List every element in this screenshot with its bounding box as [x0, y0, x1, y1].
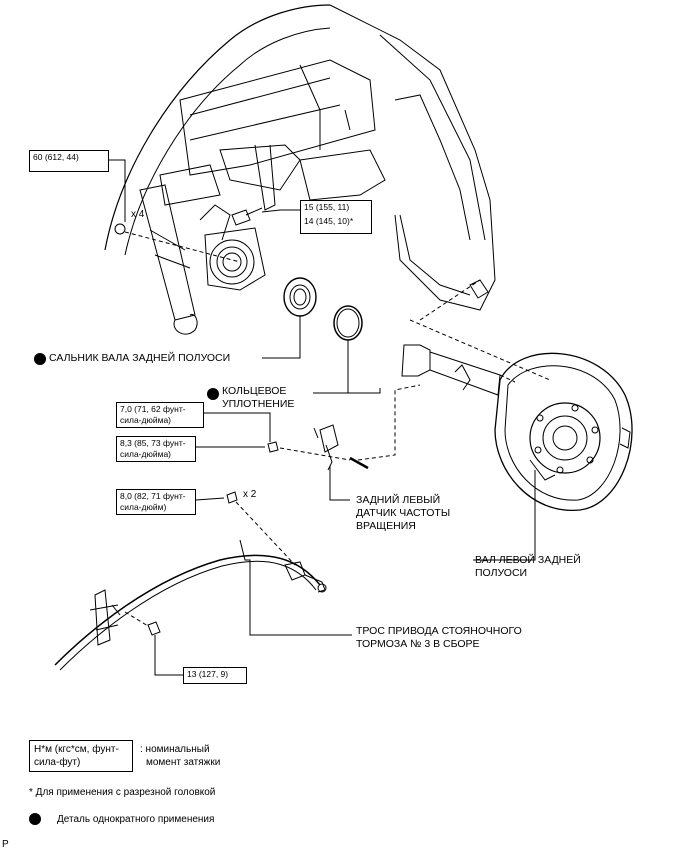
single-use-marker-o-ring: [207, 388, 219, 400]
backing-plate: [494, 352, 633, 511]
torque-value-unit: сила-дюйма): [120, 449, 171, 459]
label-speed-sensor-line1: ЗАДНИЙ ЛЕВЫЙ: [356, 494, 441, 506]
multiplier-x4: x 4: [131, 209, 145, 220]
knuckle-bolt: [114, 223, 126, 235]
label-parking-cable-line2: ТОРМОЗА № 3 В СБОРЕ: [356, 638, 480, 650]
torque-value-unit: сила-дюйм): [120, 502, 167, 512]
frame-member: [179, 59, 376, 176]
label-axle-shaft-line2: ПОЛУОСИ: [475, 567, 528, 579]
legend-unit-box: Н*м (кгс*см, фунт- сила-фут): [29, 740, 133, 772]
torque-value: 13 (127, 9): [187, 669, 229, 679]
torque-value: 7,0 (71, 62 фунт-: [120, 404, 186, 414]
torque-box-sensor-bolt: 8,3 (85, 73 фунт- сила-дюйма): [116, 436, 196, 462]
torque-value: 8,3 (85, 73 фунт-: [120, 438, 186, 448]
label-o-ring-line1: КОЛЬЦЕВОЕ: [222, 385, 287, 397]
sensor-bolt: [267, 441, 279, 453]
legend-single-use-dot: [29, 813, 41, 825]
cable-bracket-bolt: [147, 621, 161, 636]
label-speed-sensor-line3: ВРАЩЕНИЯ: [356, 520, 416, 532]
label-oil-seal: САЛЬНИК ВАЛА ЗАДНЕЙ ПОЛУОСИ: [49, 352, 231, 364]
o-ring-shape: [333, 305, 363, 341]
torque-box-clamp: 8,0 (82, 71 фунт- сила-дюйм): [116, 489, 196, 515]
torque-box-knuckle: 60 (612, 44): [29, 150, 109, 172]
parking-brake-cable: [54, 554, 321, 666]
label-axle-shaft-line1: ВАЛ ЛЕВОЙ ЗАДНЕЙ: [475, 554, 581, 566]
torque-value-unit: сила-дюйма): [120, 415, 171, 425]
torque-box-cable-bracket: 13 (127, 9): [183, 667, 247, 684]
torque-box-bracket: 15 (155, 11) 14 (145, 10)*: [300, 200, 372, 234]
wheel-arch-outline: [104, 4, 331, 251]
label-speed-sensor-line2: ДАТЧИК ЧАСТОТЫ: [356, 507, 451, 519]
label-o-ring-line2: УПЛОТНЕНИЕ: [222, 398, 295, 410]
single-use-marker-oil-seal: [34, 353, 46, 365]
hub-flange: [529, 402, 601, 474]
oil-seal-shape: [283, 277, 317, 317]
shock-absorber: [139, 184, 196, 321]
axle-shaft-shape: [401, 344, 431, 377]
legend-slotted-note: * Для применения с разрезной головкой: [29, 787, 216, 798]
hub-knuckle: [209, 239, 255, 285]
torque-box-sensor-bracket: 7,0 (71, 62 фунт- сила-дюйма): [116, 402, 204, 428]
legend-unit-line1: Н*м (кгс*см, фунт-: [34, 744, 119, 755]
speed-sensor-shape: [319, 424, 339, 453]
legend-unit-line2: сила-фут): [34, 757, 81, 768]
label-parking-cable-line1: ТРОС ПРИВОДА СТОЯНОЧНОГО: [356, 625, 522, 637]
torque-value: 8,0 (82, 71 фунт-: [120, 491, 186, 501]
cable-clamp-bolt: [226, 491, 238, 504]
legend-unit-desc-line2: момент затяжки: [146, 757, 221, 768]
multiplier-x2: x 2: [243, 489, 257, 500]
torque-value: 15 (155, 11): [304, 202, 350, 212]
legend-unit-desc-line1: : номинальный: [140, 744, 210, 755]
torque-value-alt: 14 (145, 10)*: [304, 216, 354, 226]
corner-mark: P: [2, 839, 9, 850]
torque-value: 60 (612, 44): [33, 152, 79, 162]
legend-single-use-text: Деталь однократного применения: [57, 814, 215, 825]
